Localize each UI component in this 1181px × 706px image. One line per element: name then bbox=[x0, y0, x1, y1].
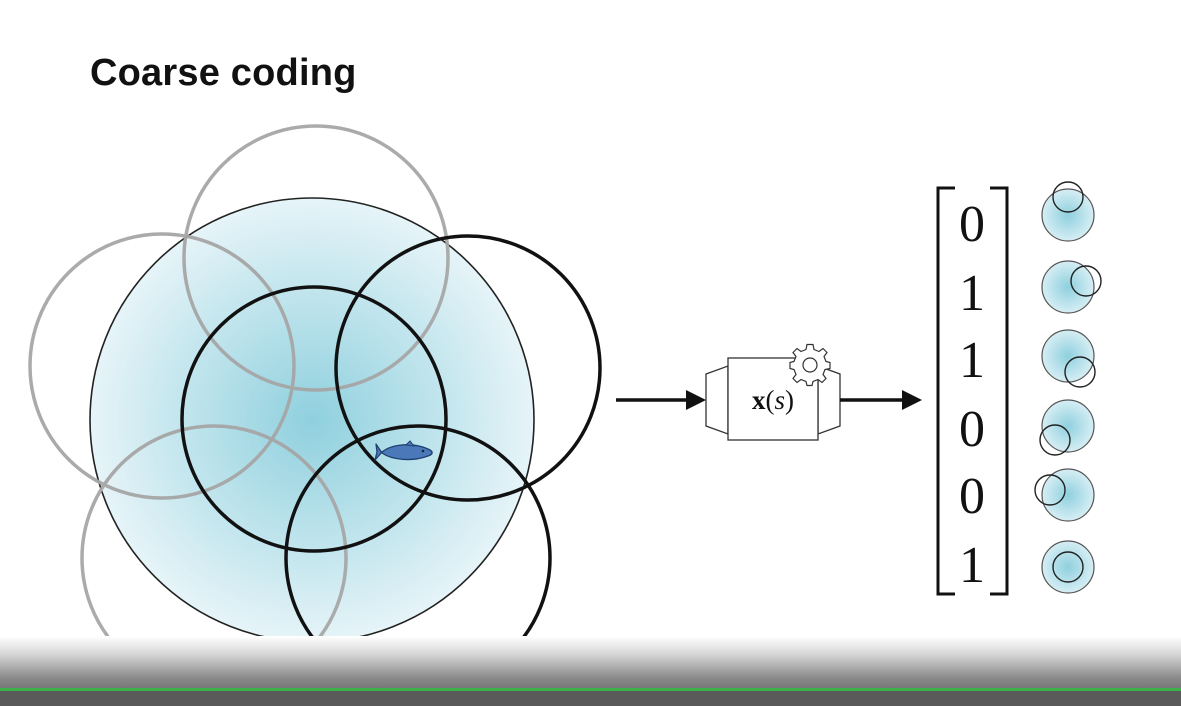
legend-icon-center bbox=[1041, 540, 1095, 594]
vector-entry: 1 bbox=[959, 265, 985, 322]
state-space-circle bbox=[89, 197, 535, 643]
function-label: x(s) bbox=[752, 385, 794, 415]
fish-icon bbox=[374, 440, 433, 461]
slide-title: Coarse coding bbox=[90, 52, 357, 94]
vector-entry: 0 bbox=[959, 196, 985, 253]
feature-legend bbox=[1034, 181, 1102, 594]
arrow-in bbox=[616, 390, 706, 410]
vector-entry: 0 bbox=[959, 401, 985, 458]
box-left-flap bbox=[705, 365, 729, 435]
legend-icon-right bbox=[1041, 260, 1102, 314]
legend-icon-top bbox=[1041, 181, 1095, 242]
vector-left-bracket bbox=[936, 186, 955, 596]
feature-function-box: x(s) bbox=[705, 343, 841, 441]
vector-right-bracket bbox=[990, 186, 1009, 596]
legend-icon-bottom-left bbox=[1039, 399, 1095, 456]
function-label-open: ( bbox=[765, 385, 774, 415]
feature-circle-center bbox=[180, 285, 448, 553]
feature-circle-left bbox=[28, 232, 296, 500]
vector-entry: 1 bbox=[959, 332, 985, 389]
video-controls-strip bbox=[0, 691, 1181, 706]
video-progress-bar[interactable] bbox=[0, 688, 1181, 691]
vector-entry: 0 bbox=[959, 468, 985, 525]
vector-entry: 1 bbox=[959, 537, 985, 594]
function-label-bold: x bbox=[752, 385, 766, 415]
feature-circle-right bbox=[334, 234, 602, 502]
function-label-close: ) bbox=[785, 385, 794, 415]
feature-vector: 0 1 1 0 0 1 bbox=[959, 196, 985, 594]
arrow-out bbox=[840, 390, 922, 410]
gear-icon bbox=[789, 343, 831, 387]
feature-circle-top bbox=[182, 124, 450, 392]
legend-icon-left bbox=[1034, 468, 1095, 522]
inactive-features bbox=[28, 124, 450, 692]
function-label-arg: s bbox=[774, 385, 785, 415]
legend-icon-bottom-right bbox=[1041, 329, 1096, 388]
